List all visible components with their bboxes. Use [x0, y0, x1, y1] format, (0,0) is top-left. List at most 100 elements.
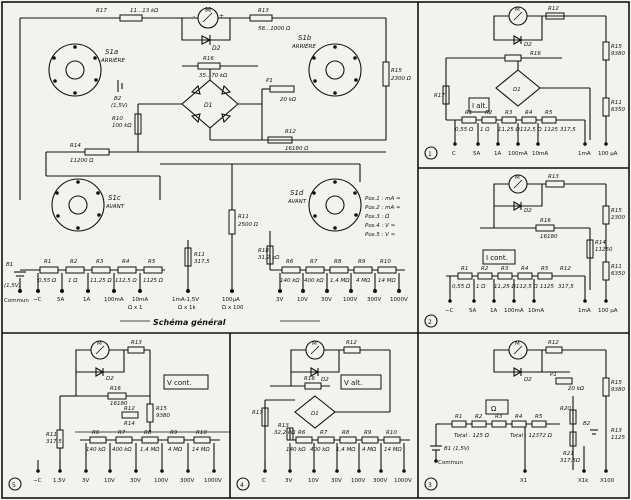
svg-text:R7: R7	[320, 430, 328, 436]
svg-text:1mA-1,5V: 1mA-1,5V	[172, 297, 199, 303]
svg-text:10mA: 10mA	[532, 151, 548, 157]
svg-text:R7: R7	[310, 259, 318, 265]
svg-text:R11: R11	[611, 100, 622, 106]
svg-text:R12: R12	[124, 406, 135, 412]
svg-text:317,5: 317,5	[560, 127, 576, 133]
svg-text:100 kΩ: 100 kΩ	[112, 123, 132, 129]
svg-text:4: 4	[240, 482, 244, 489]
svg-text:1,4 MΩ: 1,4 MΩ	[336, 447, 356, 453]
svg-text:+: +	[219, 13, 224, 20]
svg-text:R3: R3	[96, 259, 104, 265]
svg-text:R9: R9	[364, 430, 372, 436]
svg-text:R5: R5	[545, 110, 553, 116]
switch-s1b: S1b ARRIÈRE	[291, 34, 362, 97]
svg-text:100 μA: 100 μA	[598, 308, 618, 314]
multiplier-chain: R6 R7 R8 R9 R10 140 kΩ 400 kΩ 1,4 MΩ 4 M…	[280, 259, 397, 284]
svg-text:R1: R1	[465, 110, 472, 116]
svg-text:P1: P1	[550, 372, 557, 378]
svg-text:R10: R10	[386, 430, 397, 436]
svg-text:R14: R14	[70, 143, 81, 149]
svg-text:1000V: 1000V	[390, 297, 408, 303]
svg-text:R14: R14	[595, 240, 606, 246]
svg-text:R12: R12	[548, 6, 559, 12]
svg-text:R13: R13	[131, 340, 142, 346]
svg-text:−C: −C	[33, 297, 42, 303]
svg-text:B2: B2	[583, 421, 591, 427]
svg-text:V cont.: V cont.	[167, 379, 192, 387]
svg-text:R5: R5	[541, 266, 549, 272]
svg-text:R2: R2	[485, 110, 493, 116]
svg-text:P1: P1	[266, 78, 273, 84]
svg-text:0,55 Ω: 0,55 Ω	[455, 127, 474, 133]
svg-text:Pos.4 : V ≈: Pos.4 : V ≈	[365, 223, 396, 229]
switch-s1a: S1a ARRIÈRE	[48, 43, 125, 97]
svg-text:R16: R16	[530, 51, 541, 57]
svg-text:1125: 1125	[540, 284, 554, 290]
svg-text:-: -	[193, 13, 195, 20]
resistor-r16	[197, 62, 221, 70]
svg-text:R5: R5	[148, 259, 156, 265]
svg-text:32,2 kΩ: 32,2 kΩ	[274, 430, 296, 436]
svg-text:2300: 2300	[611, 215, 625, 221]
svg-text:(1,5V): (1,5V)	[4, 283, 21, 289]
svg-text:Ω x 100: Ω x 100	[222, 305, 244, 311]
svg-text:Commun: Commun	[438, 460, 463, 466]
svg-text:D2: D2	[524, 42, 532, 48]
svg-text:1mA: 1mA	[578, 308, 591, 314]
svg-text:112,5 Ω: 112,5 Ω	[520, 127, 542, 133]
svg-text:317,5: 317,5	[194, 259, 210, 265]
svg-text:R15: R15	[611, 208, 622, 214]
svg-text:0,55 Ω: 0,55 Ω	[452, 284, 471, 290]
svg-text:11,25 Ω: 11,25 Ω	[90, 278, 112, 284]
svg-text:300V: 300V	[367, 297, 381, 303]
svg-text:3V: 3V	[276, 297, 283, 303]
resistor-r15	[382, 61, 390, 87]
svg-text:Total : 12372 Ω: Total : 12372 Ω	[510, 433, 553, 439]
svg-text:1,4 MΩ: 1,4 MΩ	[140, 447, 160, 453]
svg-text:100mA: 100mA	[504, 308, 524, 314]
svg-text:S1c: S1c	[108, 194, 121, 202]
svg-text:30V: 30V	[130, 478, 141, 484]
svg-text:4 MΩ: 4 MΩ	[356, 278, 371, 284]
panel-2-i-cont: M D2 R13 R16 16180 R15 2300 R14 11250 R1…	[424, 174, 625, 328]
svg-text:1,5V: 1,5V	[53, 478, 66, 484]
svg-text:R13: R13	[278, 423, 289, 429]
svg-text:R4: R4	[521, 266, 529, 272]
svg-text:X100: X100	[600, 478, 615, 484]
svg-text:R16: R16	[110, 386, 121, 392]
svg-text:R12: R12	[560, 266, 571, 272]
svg-text:X1k: X1k	[578, 478, 589, 484]
svg-text:R12: R12	[346, 340, 357, 346]
svg-text:AVANT: AVANT	[105, 204, 125, 210]
svg-text:1 Ω: 1 Ω	[480, 127, 490, 133]
svg-text:R7: R7	[118, 430, 126, 436]
svg-text:317,5: 317,5	[46, 439, 62, 445]
resistor-r14	[84, 148, 110, 156]
svg-text:1000V: 1000V	[394, 478, 412, 484]
svg-text:400 kΩ: 400 kΩ	[310, 447, 330, 453]
svg-text:R11: R11	[46, 432, 57, 438]
svg-text:R17: R17	[252, 410, 263, 416]
svg-text:X1: X1	[520, 478, 527, 484]
svg-text:317,5Ω: 317,5Ω	[560, 458, 581, 464]
svg-text:3V: 3V	[285, 478, 292, 484]
svg-text:Pos.1 : mA ≈: Pos.1 : mA ≈	[365, 196, 401, 202]
svg-text:5A: 5A	[57, 297, 64, 303]
svg-text:R18: R18	[258, 248, 269, 254]
svg-text:Pos.2 : mA ≈: Pos.2 : mA ≈	[365, 205, 401, 211]
svg-text:D1: D1	[204, 102, 212, 109]
svg-text:R14: R14	[124, 421, 135, 427]
switch-s1d: S1d AVANT	[287, 178, 362, 232]
svg-text:100mA: 100mA	[508, 151, 528, 157]
svg-text:M: M	[515, 7, 520, 13]
svg-text:1A: 1A	[490, 308, 497, 314]
svg-text:11,25 Ω: 11,25 Ω	[494, 284, 516, 290]
svg-text:Pos.5 : V ≈: Pos.5 : V ≈	[365, 232, 396, 238]
svg-text:Pos.3 : Ω: Pos.3 : Ω	[365, 214, 390, 220]
mode-label-ohm	[485, 399, 509, 415]
svg-text:ARRIÈRE: ARRIÈRE	[291, 42, 316, 50]
svg-text:R15: R15	[391, 68, 402, 74]
svg-text:R8: R8	[144, 430, 152, 436]
